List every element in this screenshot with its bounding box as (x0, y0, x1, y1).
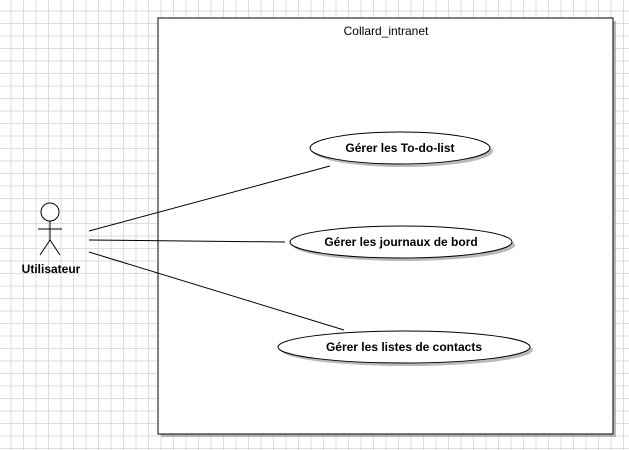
association-line-contacts[interactable] (88, 251, 345, 331)
actor-stick-figure-icon (38, 202, 62, 256)
use-case-label: Gérer les listes de contacts (326, 340, 482, 354)
use-case-contacts[interactable]: Gérer les listes de contacts (277, 330, 533, 366)
use-case-label: Gérer les journaux de bord (324, 235, 477, 249)
use-case-ellipse (277, 330, 531, 364)
actor-head (40, 202, 60, 222)
association-line-todo[interactable] (88, 165, 331, 232)
actor-right-leg (49, 239, 61, 256)
use-case-todo[interactable]: Gérer les To-do-list (309, 131, 493, 167)
actor-utilisateur[interactable]: Utilisateur (22, 202, 81, 276)
use-case-journaux[interactable]: Gérer les journaux de bord (289, 225, 515, 261)
use-case-ellipse (289, 225, 513, 259)
use-case-ellipse (309, 131, 491, 165)
association-line-journaux[interactable] (88, 239, 286, 243)
system-title: Collard_intranet (344, 24, 429, 38)
use-case-label: Gérer les To-do-list (345, 141, 454, 155)
actor-label: Utilisateur (22, 262, 81, 276)
actor-left-leg (39, 239, 51, 256)
